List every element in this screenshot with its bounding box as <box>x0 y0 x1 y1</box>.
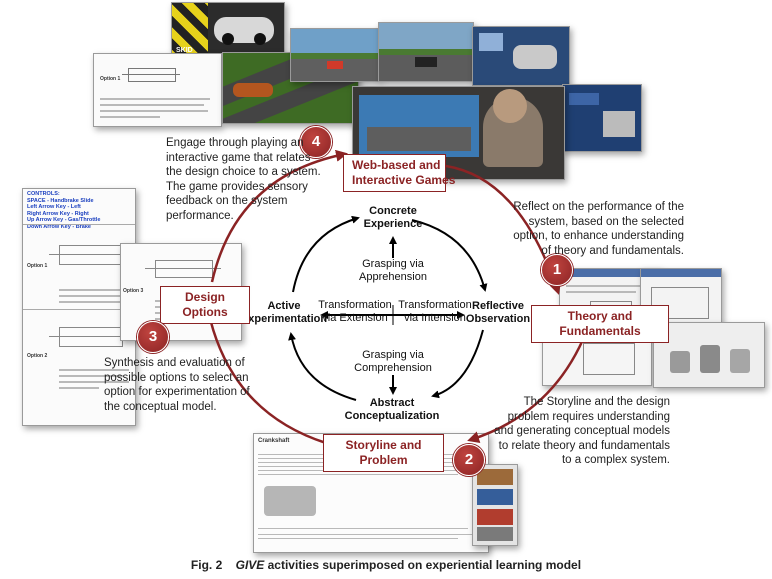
inner-arc-ro-to-ac <box>431 329 484 399</box>
game-screenshot-race <box>290 28 380 82</box>
skid-logo: SKID <box>176 47 193 54</box>
inner-arc-ce-to-ro <box>411 219 488 292</box>
option-document-screenshot: Option 1 <box>93 53 222 127</box>
activity-desc-design: Synthesis and evaluation of possible opt… <box>104 357 250 413</box>
concrete-experience-label: Concrete Experience <box>363 205 423 230</box>
caption-prefix: Fig. 2 <box>190 558 223 572</box>
storyline-side-images <box>472 464 518 546</box>
activity-number-3-badge: 3 <box>137 321 169 353</box>
activity-label-theory: Theory and Fundamentals <box>531 305 669 343</box>
activity-number-1-badge: 1 <box>541 254 573 286</box>
outer-arc-storyline-to-options <box>204 307 327 445</box>
activity-desc-storyline: The Storyline and the design problem req… <box>494 396 670 466</box>
caption-emphasis: GIVE <box>235 558 265 572</box>
activity-label-design: Design Options <box>160 286 250 324</box>
activity-number-2-badge: 2 <box>453 444 485 476</box>
caption-text: activities superimposed on experiential … <box>264 558 582 572</box>
intension-label: Transformation via Intension <box>398 299 472 324</box>
figure-caption: Fig. 2 GIVE activities superimposed on e… <box>0 558 772 572</box>
controls-document: CONTROLS: SPACE - Handbrake Slide Left A… <box>22 188 136 426</box>
activity-desc-theory: Reflect on the performance of the system… <box>513 201 684 257</box>
game-screenshot-skid: SKID <box>171 2 285 62</box>
extension-label: Transformation via Extension <box>318 299 392 324</box>
option3-label: Option 3 <box>123 288 144 294</box>
crankshaft-heading: Crankshaft <box>258 438 290 444</box>
activity-label-games: Web-based and Interactive Games <box>343 154 455 192</box>
option-label: Option 1 <box>100 76 121 82</box>
theory-screenshot-3d <box>653 322 765 388</box>
abstract-conceptualization-label: Abstract Conceptualization <box>344 397 440 422</box>
game-screenshot-hud <box>472 26 570 86</box>
outer-arc-options-to-games <box>210 149 348 283</box>
activity-desc-games: Engage through playing an interactive ga… <box>166 137 321 222</box>
activity-number-4-badge: 4 <box>300 126 332 158</box>
game-screenshot-menu <box>562 84 642 152</box>
option1-label: Option 1 <box>27 263 48 269</box>
reflective-observation-label: Reflective Observation <box>465 300 531 325</box>
activity-label-storyline: Storyline and Problem <box>323 434 444 472</box>
active-experimentation-label: Active Experimentation <box>240 300 328 325</box>
inner-arc-ac-to-ae <box>288 332 357 401</box>
inner-arc-ae-to-ce <box>292 215 360 293</box>
comprehension-label: Grasping via Comprehension <box>354 349 432 374</box>
option2-label: Option 2 <box>27 353 48 359</box>
apprehension-label: Grasping via Apprehension <box>359 258 427 283</box>
controls-text: CONTROLS: SPACE - Handbrake Slide Left A… <box>27 191 101 230</box>
